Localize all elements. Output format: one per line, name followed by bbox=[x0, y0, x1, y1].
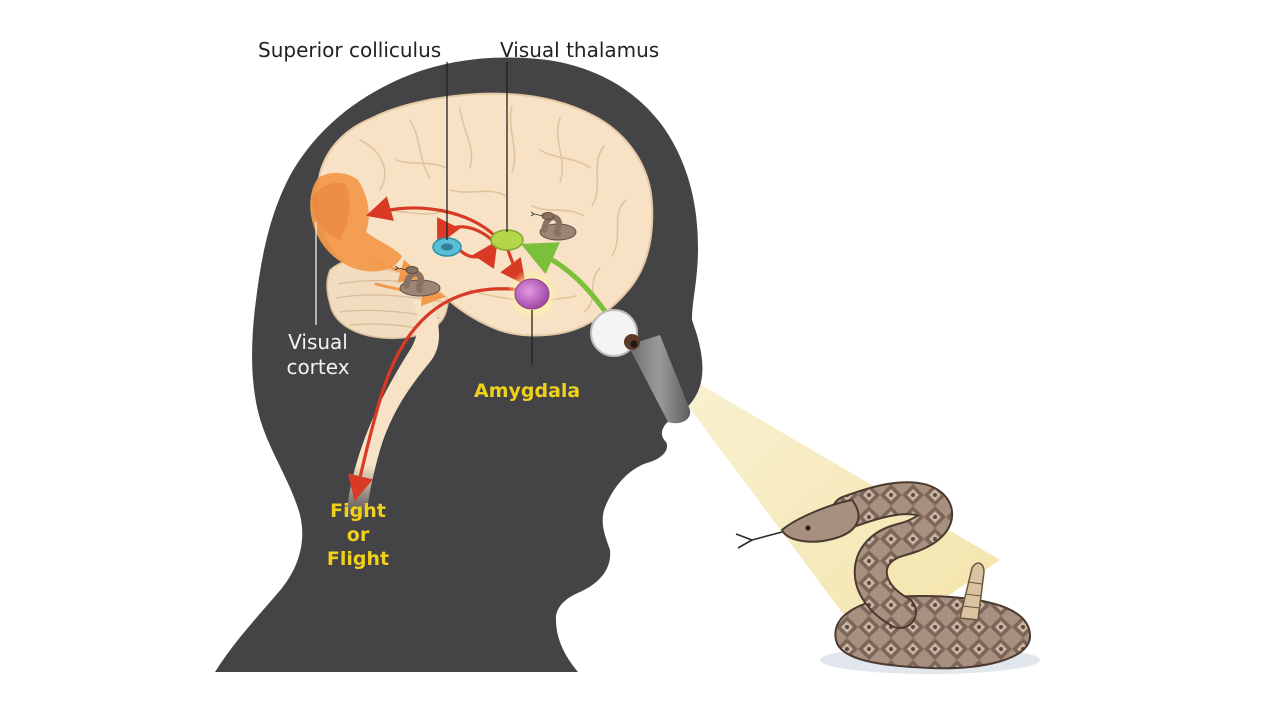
arrow-thalamus-to-colliculus bbox=[437, 217, 494, 246]
snake-coil-base bbox=[834, 594, 1032, 670]
visual-cortex-label: Visual cortex bbox=[280, 330, 356, 380]
arrow-thalamus-to-cortex bbox=[365, 196, 497, 238]
spinal-cord bbox=[346, 300, 440, 520]
eye-icon bbox=[590, 309, 691, 424]
visual-cortex-label-line1: Visual bbox=[288, 330, 348, 354]
visual-thalamus-node bbox=[490, 229, 524, 251]
visual-cortex-label-line2: cortex bbox=[286, 355, 350, 379]
visual-thalamus-label: Visual thalamus bbox=[500, 38, 660, 62]
rattlesnake-illustration bbox=[735, 481, 1040, 674]
fight-or-flight-line2: or bbox=[346, 524, 370, 546]
arrow-amygdala-to-spinal bbox=[348, 287, 524, 502]
visual-cortex-shade bbox=[312, 182, 350, 240]
fight-or-flight-line1: Fight bbox=[330, 500, 386, 522]
snake-image-cortex-icon bbox=[394, 265, 441, 297]
superior-colliculus-label: Superior colliculus bbox=[258, 38, 442, 62]
snake-tongue bbox=[735, 531, 783, 549]
amygdala-node bbox=[507, 269, 559, 321]
arrow-colliculus-to-thalamus bbox=[456, 240, 498, 270]
light-beam bbox=[650, 355, 1000, 650]
optic-pathway-arrow bbox=[520, 242, 613, 321]
superior-colliculus-node bbox=[432, 237, 462, 257]
amygdala-label: Amygdala bbox=[474, 380, 581, 402]
fight-or-flight-label: Fight or Flight bbox=[318, 499, 398, 571]
leader-lines bbox=[315, 62, 533, 365]
fight-or-flight-line3: Flight bbox=[326, 548, 390, 570]
snake-head bbox=[780, 498, 860, 543]
snake-rattle bbox=[959, 562, 985, 621]
snake-image-thalamus-icon bbox=[530, 211, 577, 241]
